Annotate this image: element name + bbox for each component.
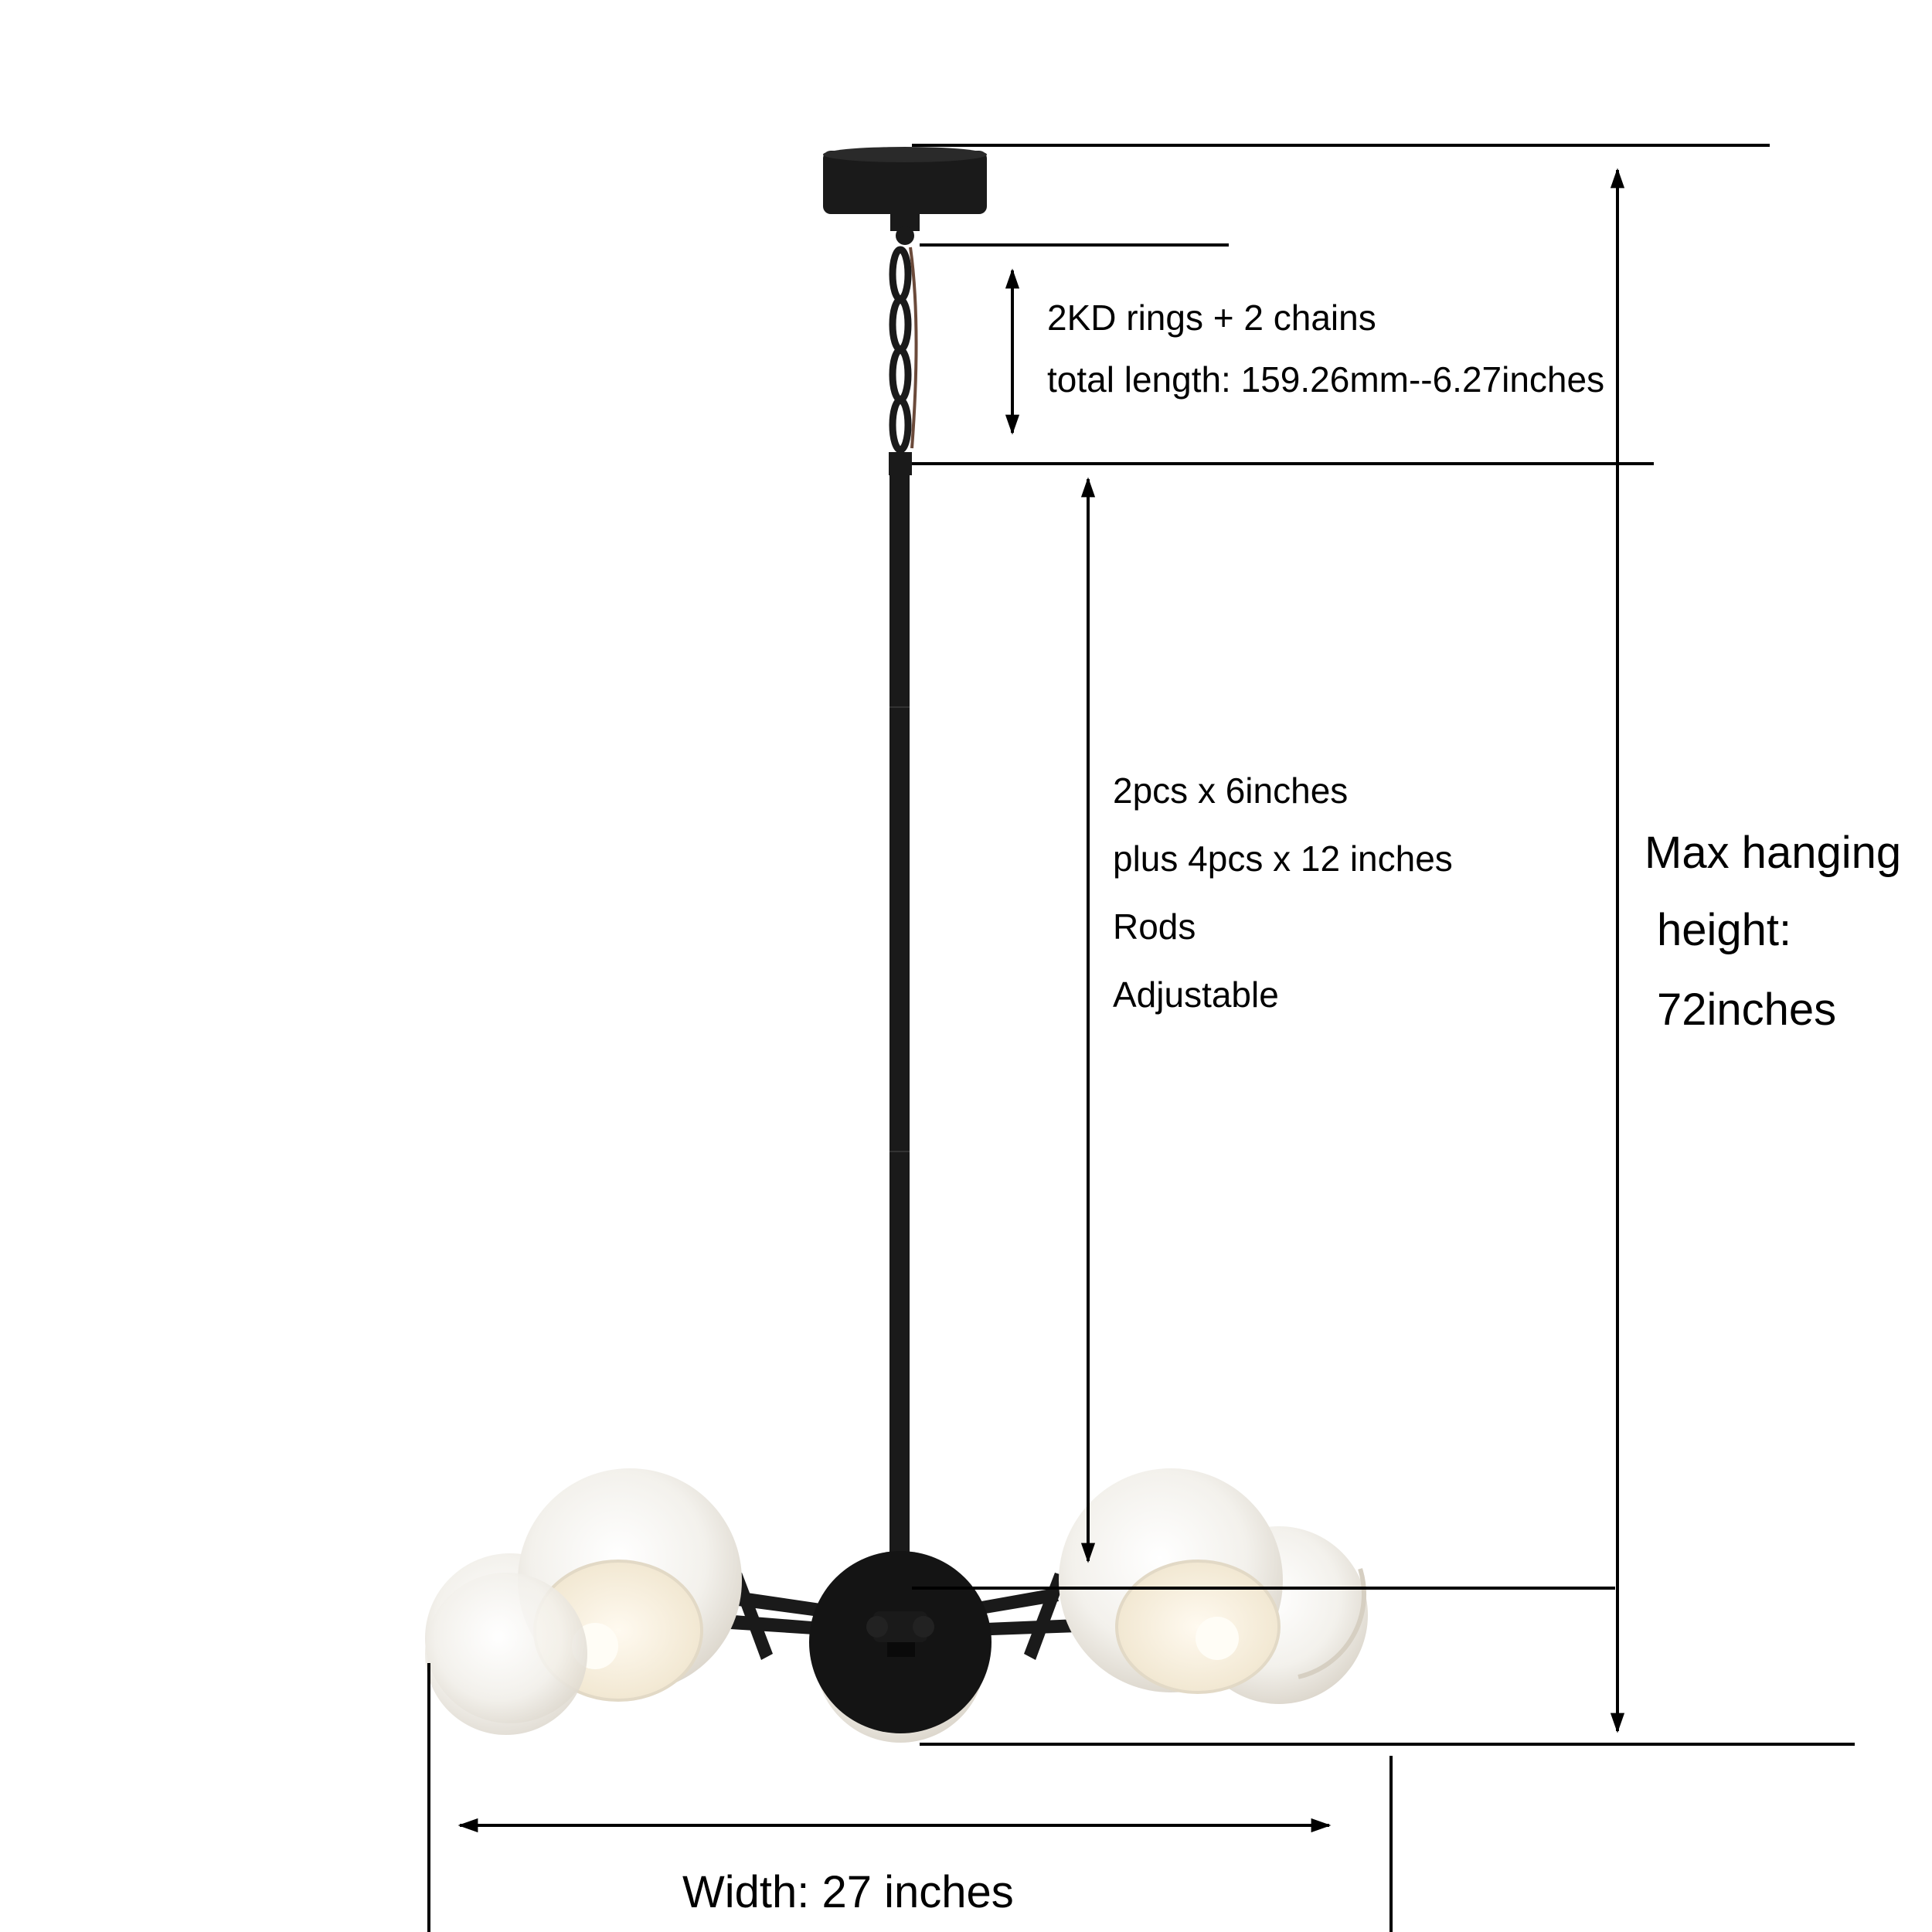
center-body bbox=[809, 1551, 992, 1733]
max-height-label-line-3: 72inches bbox=[1657, 985, 1837, 1035]
ceiling-canopy bbox=[823, 147, 987, 245]
glass-globe-front-right bbox=[1059, 1468, 1283, 1694]
chain bbox=[889, 246, 918, 454]
glass-globe-front-far-left bbox=[425, 1573, 587, 1735]
chain-label-line-2: total length: 159.26mm--6.27inches bbox=[1047, 359, 1605, 400]
rod-label-line-3: Rods bbox=[1113, 906, 1196, 947]
max-height-label-line-2: height: bbox=[1657, 905, 1792, 955]
dimension-lines bbox=[427, 144, 1855, 1932]
rod-label-line-2: plus 4pcs x 12 inches bbox=[1113, 838, 1453, 879]
width-label: Width: 27 inches bbox=[682, 1867, 1014, 1917]
downrod bbox=[889, 471, 910, 1584]
max-height-label-line-1: Max hanging bbox=[1645, 828, 1902, 878]
rod-label-line-4: Adjustable bbox=[1113, 975, 1279, 1015]
chain-label-line-1: 2KD rings + 2 chains bbox=[1047, 298, 1376, 338]
rod-label-line-1: 2pcs x 6inches bbox=[1113, 770, 1349, 811]
